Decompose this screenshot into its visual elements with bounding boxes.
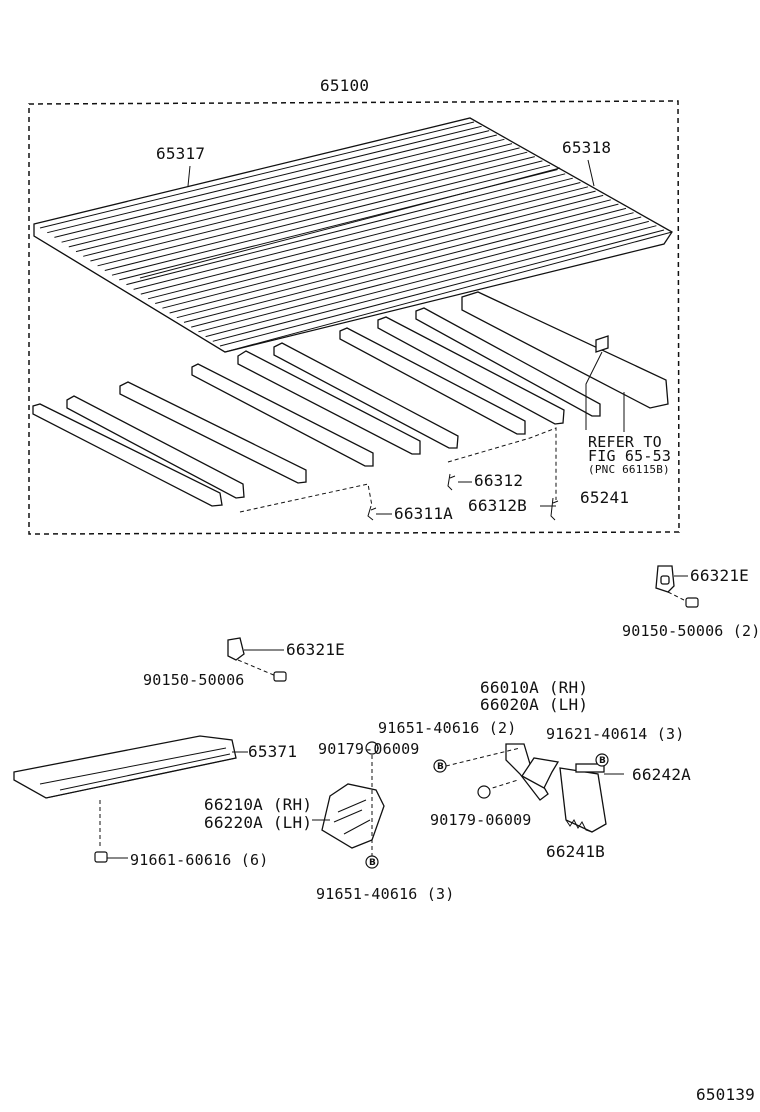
- label-66010a: 66010A (RH): [480, 678, 589, 697]
- floor-rib: [176, 203, 619, 319]
- floor-rib: [140, 182, 581, 295]
- mud-flap-66241b: [559, 763, 624, 833]
- symbol-b-1: B: [433, 759, 447, 773]
- floor-rib: [147, 186, 589, 300]
- floor-rib: [126, 173, 566, 286]
- label-66311a: 66311A: [394, 504, 453, 523]
- floor-rib: [191, 212, 634, 328]
- label-refer-fig: FIG 65-53: [588, 447, 672, 465]
- svg-text:B: B: [369, 858, 376, 868]
- bracket-65241: [595, 335, 609, 353]
- assembly-boundary: [28, 100, 680, 535]
- label-91651-2: 91651-40616 (2): [378, 719, 517, 737]
- label-66020a: 66020A (LH): [480, 695, 589, 714]
- floor-rib: [54, 130, 490, 238]
- floor-rib: [155, 190, 596, 304]
- floor-rib: [47, 125, 482, 234]
- bracket-66321e-right: [655, 565, 699, 608]
- floor-rib: [97, 156, 535, 267]
- floor-rib: [111, 164, 551, 276]
- svg-text:B: B: [599, 756, 606, 766]
- floor-rib: [162, 194, 604, 309]
- label-66321e-left: 66321E: [286, 640, 345, 659]
- floor-panel-ribs: [39, 121, 665, 347]
- symbol-b-2: B: [595, 753, 609, 767]
- floor-rib: [198, 216, 642, 333]
- floor-rib: [183, 207, 627, 323]
- bracket-66321e-left: [227, 637, 287, 682]
- label-66242a: 66242A: [632, 765, 691, 784]
- floor-rib: [83, 147, 520, 257]
- label-65100: 65100: [320, 76, 370, 95]
- floor-rib: [212, 225, 657, 342]
- floor-rib: [39, 121, 475, 229]
- floor-rib: [133, 177, 573, 290]
- label-66220a: 66220A (LH): [204, 813, 313, 832]
- label-91661: 91661-60616 (6): [130, 851, 269, 869]
- label-66241b: 66241B: [546, 842, 605, 861]
- label-refer-pnc: (PNC 66115B): [588, 463, 670, 476]
- label-66312: 66312: [474, 471, 524, 490]
- floor-rib: [68, 138, 505, 248]
- floor-rib: [75, 143, 513, 253]
- floor-panel: [33, 117, 673, 353]
- clip-66312: [447, 473, 456, 491]
- label-90150-right: 90150-50006 (2): [622, 622, 760, 640]
- label-91621: 91621-40614 (3): [546, 725, 685, 743]
- symbol-b-3: B: [365, 855, 379, 869]
- label-66321e-right: 66321E: [690, 566, 749, 585]
- floor-rib: [104, 160, 543, 271]
- cross-members: [32, 291, 669, 507]
- clip-66312b: [550, 497, 559, 521]
- label-66210a: 66210A (RH): [204, 795, 313, 814]
- label-90179-upper: 90179-06009: [318, 740, 420, 758]
- label-65241: 65241: [580, 488, 630, 507]
- figure-id: 650139: [696, 1085, 755, 1104]
- svg-text:B: B: [437, 762, 444, 772]
- label-65317: 65317: [156, 144, 206, 163]
- label-90179-lower: 90179-06009: [430, 811, 532, 829]
- clip-66311a: [367, 505, 377, 521]
- floor-rib: [90, 151, 528, 262]
- label-66312b: 66312B: [468, 496, 527, 515]
- label-refer-to: REFER TO: [588, 433, 662, 451]
- label-65318: 65318: [562, 138, 612, 157]
- label-91651-3: 91651-40616 (3): [316, 885, 455, 903]
- cross-member-65371: [13, 735, 248, 863]
- bracket-66010a: [445, 743, 560, 801]
- floor-rib: [169, 199, 611, 314]
- floor-rib: [61, 134, 497, 243]
- floor-rib: [205, 220, 649, 338]
- bracket-66210a: [312, 741, 385, 858]
- floor-rib: [219, 229, 665, 347]
- label-90150-left: 90150-50006: [143, 671, 245, 689]
- label-65371: 65371: [248, 742, 298, 761]
